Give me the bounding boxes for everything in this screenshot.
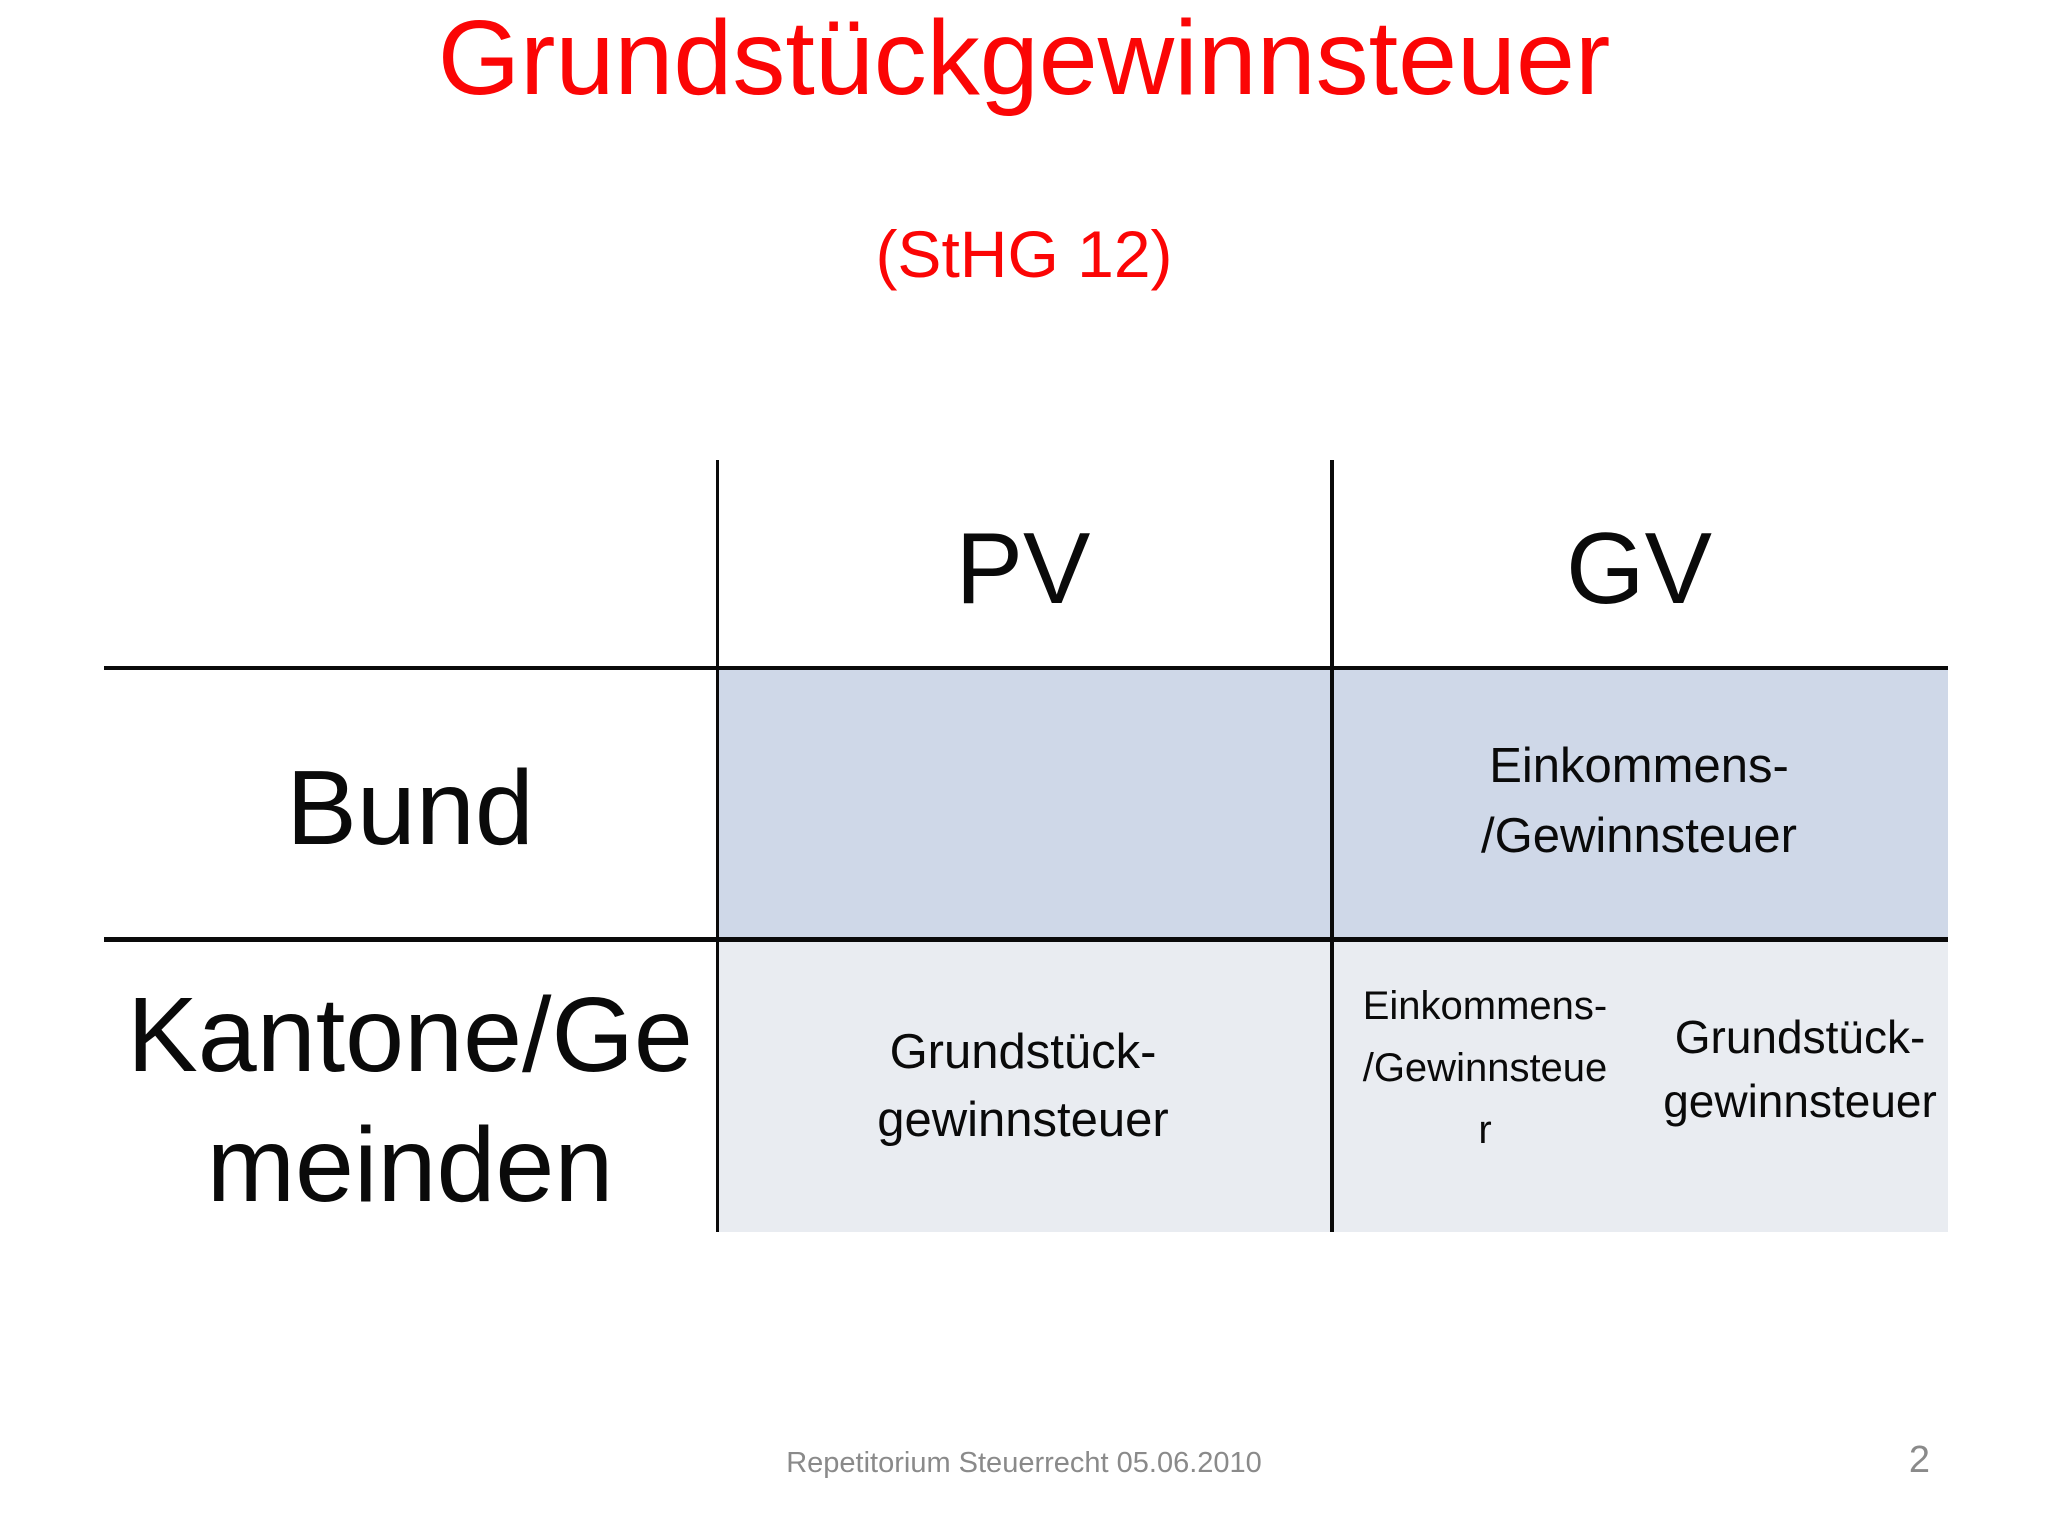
column-header-pv: PV — [955, 513, 1091, 625]
cell-kantone-pv: Grundstück- gewinnsteuer — [877, 1025, 1169, 1147]
table-horizontal-line-2 — [104, 937, 1948, 942]
cell-bund-gv: Einkommens- /Gewinnsteuer — [1481, 739, 1797, 863]
page-number: 2 — [1908, 1439, 1930, 1481]
page-subtitle: (StHG 12) — [875, 217, 1173, 291]
cell-kantone-gv-grundstueck: Grundstück- gewinnsteuer — [1663, 1011, 1937, 1127]
cell-kantone-gv-einkommens: Einkommens- /Gewinnsteue r — [1362, 984, 1608, 1152]
column-header-gv: GV — [1566, 513, 1712, 625]
page-title: Grundstückgewinnsteuer — [437, 0, 1611, 117]
row-header-bund: Bund — [286, 749, 534, 867]
table-horizontal-line-1 — [104, 666, 1948, 670]
row-header-kantone-gemeinden: Kantone/Ge meinden — [127, 976, 693, 1224]
table-vertical-line-1 — [716, 460, 719, 1232]
table-vertical-line-2 — [1330, 460, 1334, 1232]
footer-text: Repetitorium Steuerrecht 05.06.2010 — [786, 1447, 1262, 1479]
